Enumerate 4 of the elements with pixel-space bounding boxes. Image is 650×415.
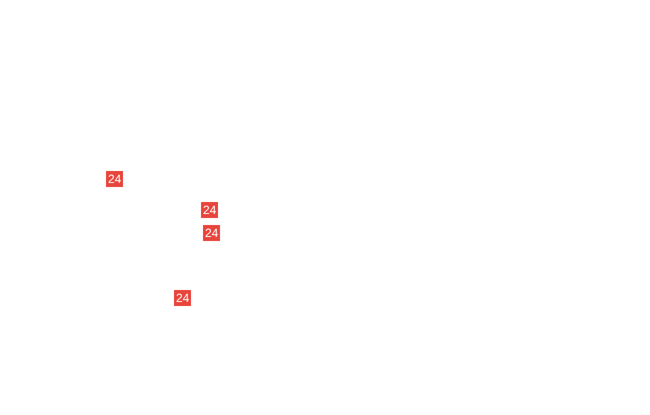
number-tag: 24 xyxy=(106,171,124,187)
number-tag: 24 xyxy=(201,202,218,218)
number-tag: 24 xyxy=(203,225,220,241)
number-tag: 24 xyxy=(174,290,192,306)
